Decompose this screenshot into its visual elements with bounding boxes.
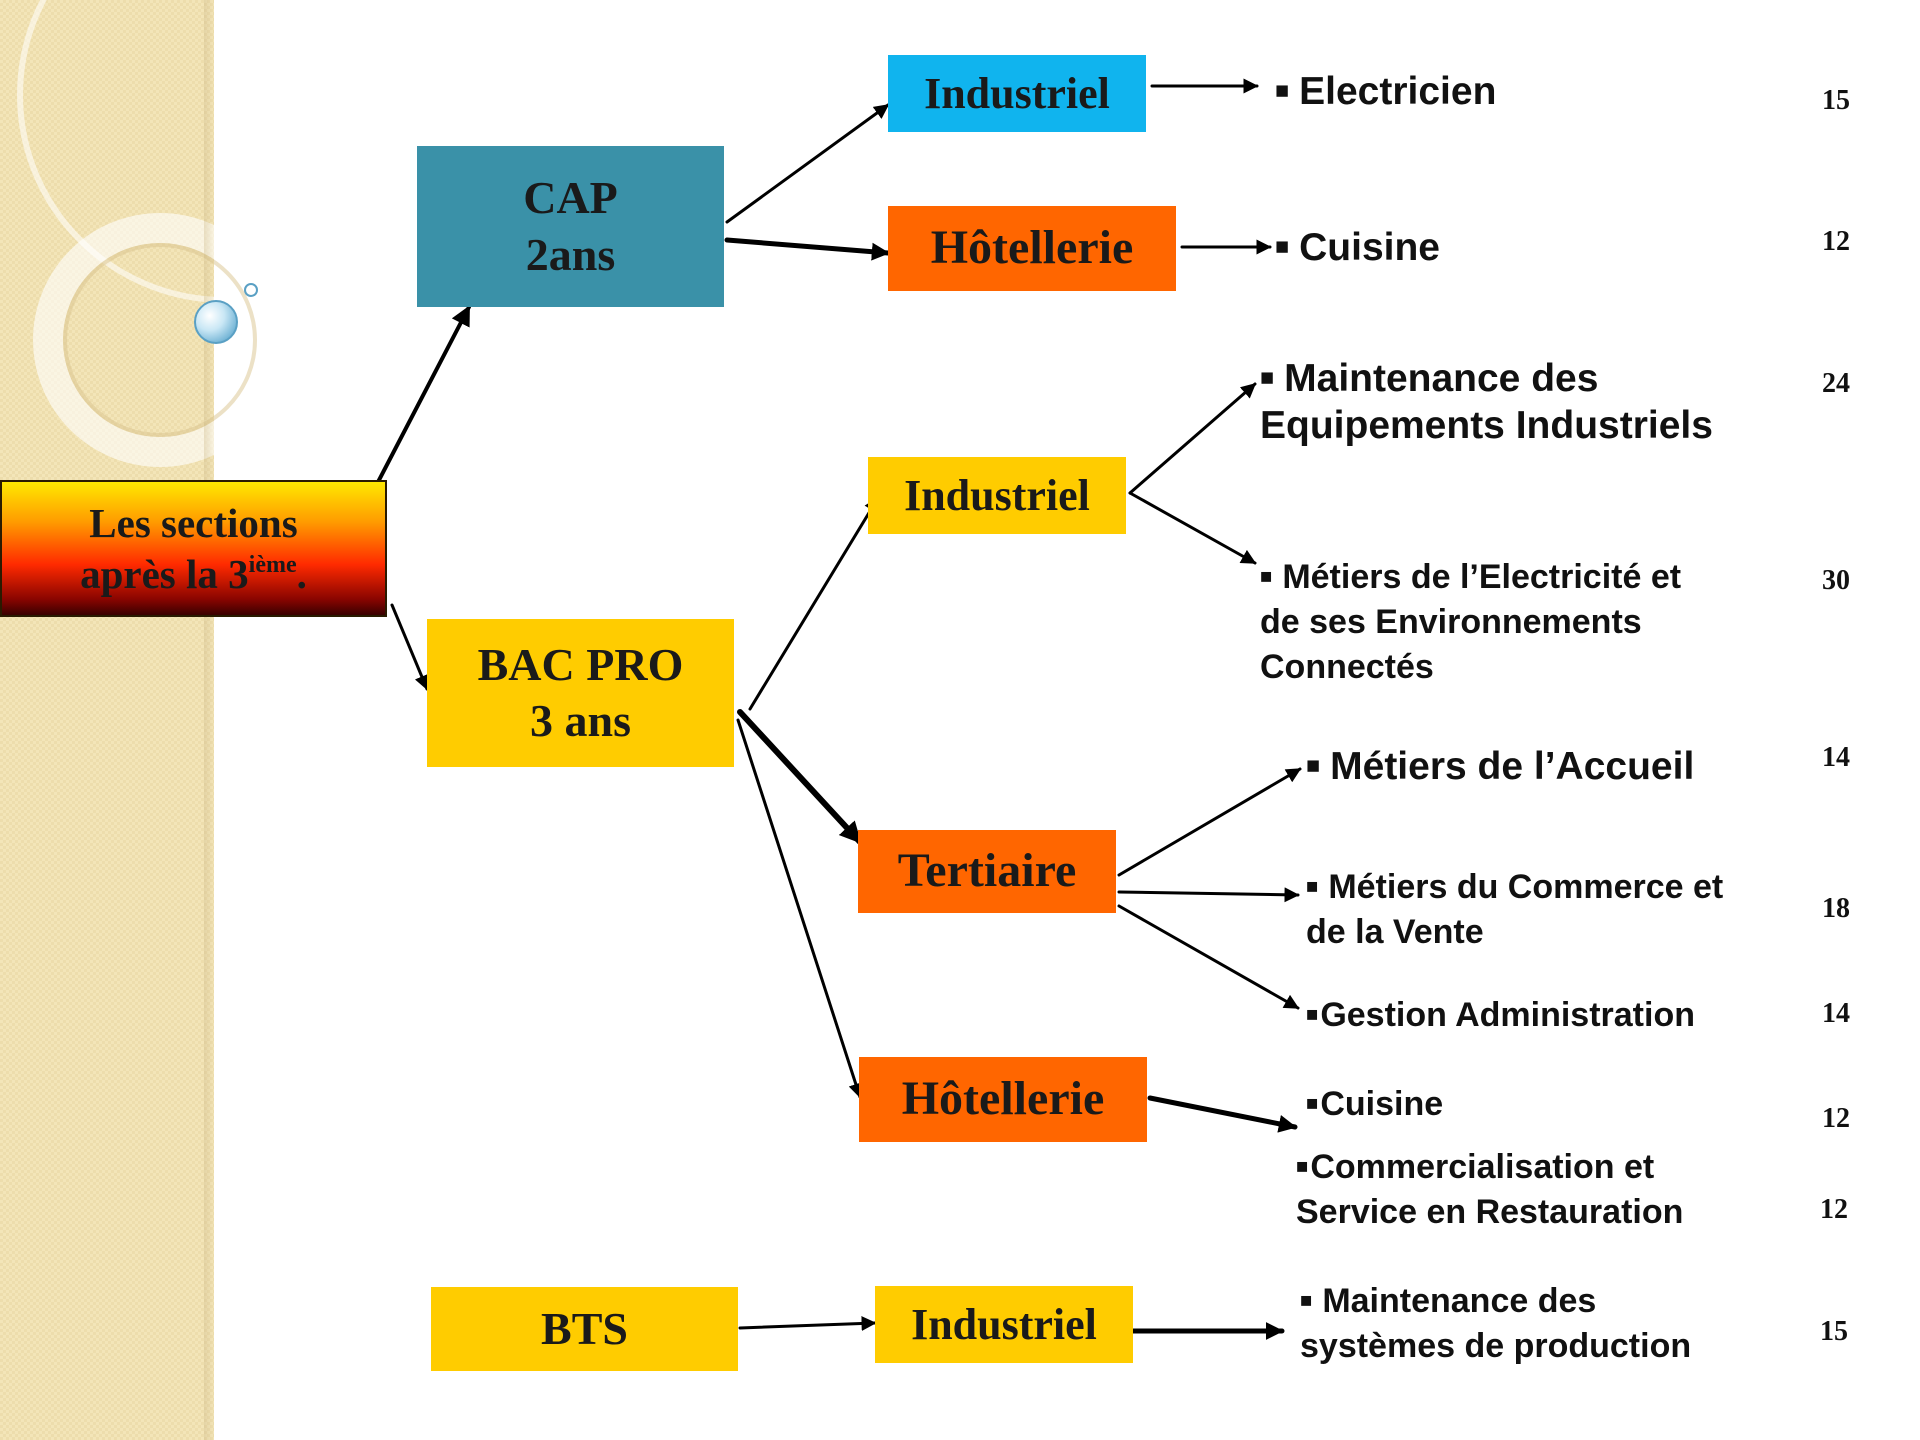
node-bts: BTS <box>431 1287 738 1371</box>
arrow-bacpro-to-hotellerie <box>736 718 863 1099</box>
leaf-metiers-commerce: ■ Métiers du Commerce et de la Vente <box>1306 865 1723 955</box>
bacpro-tertiaire-label: Tertiaire <box>897 844 1077 898</box>
count-cap-electricien: 15 <box>1822 85 1850 116</box>
leaf-text-line2: de la Vente <box>1306 912 1484 951</box>
leaf-cap-electricien: ■ Electricien <box>1275 68 1496 116</box>
bacpro-line1: BAC PRO <box>477 638 684 690</box>
arrow-root-to-cap <box>376 305 471 484</box>
bubble-large <box>194 300 238 344</box>
bubble-small <box>244 283 258 297</box>
ring-inner <box>63 243 257 437</box>
bacpro-hotellerie-label: Hôtellerie <box>901 1072 1105 1126</box>
node-bts-industriel: Industriel <box>875 1286 1133 1363</box>
leaf-metiers-electricite: ■ Métiers de l’Electricité et de ses Envi… <box>1260 555 1681 690</box>
bacpro-industriel-label: Industriel <box>904 470 1090 520</box>
leaf-text-line1: Métiers de l’Electricité et <box>1282 558 1682 596</box>
leaf-text: Cuisine <box>1299 226 1441 269</box>
leaf-text: Electricien <box>1299 70 1497 113</box>
root-line2: après la 3 <box>80 550 249 597</box>
count-cap-cuisine: 12 <box>1822 226 1850 257</box>
leaf-maintenance-systemes: ■ Maintenance des systèmes de production <box>1300 1279 1691 1369</box>
arrow-bp-hotellerie-to-cuisine <box>1147 1095 1298 1133</box>
cap-line1: CAP <box>523 172 618 224</box>
count-metiers-commerce: 18 <box>1822 893 1850 924</box>
node-cap: CAP 2ans <box>417 146 724 307</box>
arrow-tertiaire-to-commerce <box>1117 887 1300 903</box>
count-maintenance-equipements: 24 <box>1822 368 1850 399</box>
decorative-rings <box>17 0 433 467</box>
node-bacpro-hotellerie: Hôtellerie <box>859 1057 1147 1142</box>
leaf-cap-cuisine: ■ Cuisine <box>1275 224 1440 272</box>
leaf-text-line2: Service en Restauration <box>1296 1192 1684 1231</box>
node-bacpro-tertiaire: Tertiaire <box>858 830 1116 913</box>
bullet-icon: ■ <box>1296 1155 1309 1178</box>
leaf-commercialisation-service: ■Commercialisation et Service en Restaur… <box>1296 1145 1683 1235</box>
bullet-icon: ■ <box>1300 1289 1313 1312</box>
leaf-text-line1: Métiers du Commerce et <box>1328 868 1724 906</box>
cap-line2: 2ans <box>525 228 616 280</box>
arrow-bp-industriel-to-maintenance <box>1128 382 1257 495</box>
leaf-bacpro-cuisine: ■Cuisine <box>1306 1084 1443 1125</box>
leaf-text: Métiers de l’Accueil <box>1330 745 1695 788</box>
bullet-icon: ■ <box>1275 233 1290 260</box>
arrow-cap-to-industriel <box>725 103 890 224</box>
decorative-side-strip <box>0 0 433 1440</box>
root-node-sections: Les sections après la 3ième. <box>0 480 387 617</box>
bullet-icon: ■ <box>1260 364 1275 391</box>
ring-large <box>17 0 433 303</box>
bullet-icon: ■ <box>1306 1092 1319 1115</box>
arrow-tertiaire-to-gestion <box>1117 904 1300 1010</box>
node-bacpro-industriel: Industriel <box>868 457 1126 534</box>
leaf-text: Gestion Administration <box>1320 996 1695 1034</box>
root-line1: Les sections <box>89 500 298 547</box>
bacpro-line2: 3 ans <box>530 695 631 746</box>
cap-hotellerie-label: Hôtellerie <box>930 221 1134 275</box>
bts-label: BTS <box>541 1302 628 1354</box>
leaf-text-line2: de ses Environnements <box>1260 602 1642 641</box>
bullet-icon: ■ <box>1306 1003 1319 1026</box>
leaf-gestion-administration: ■Gestion Administration <box>1306 995 1695 1036</box>
decorative-bubbles <box>194 283 258 344</box>
ring-thick <box>33 213 287 467</box>
bullet-icon: ■ <box>1306 875 1319 898</box>
arrow-tertiaire-to-accueil <box>1117 767 1302 877</box>
count-commercialisation-service: 12 <box>1820 1194 1848 1225</box>
node-cap-industriel: Industriel <box>888 55 1146 132</box>
arrow-root-to-bacpro <box>390 603 429 691</box>
node-cap-hotellerie: Hôtellerie <box>888 206 1176 291</box>
node-bacpro: BAC PRO 3 ans <box>427 619 734 767</box>
count-bacpro-cuisine: 12 <box>1822 1103 1850 1134</box>
root-suffix: . <box>296 550 307 597</box>
bullet-icon: ■ <box>1306 752 1321 779</box>
leaf-metiers-accueil: ■ Métiers de l’Accueil <box>1306 743 1694 791</box>
arrow-cap-to-hotellerie <box>724 237 891 261</box>
count-maintenance-systemes: 15 <box>1820 1316 1848 1347</box>
bts-industriel-label: Industriel <box>911 1299 1097 1349</box>
cap-industriel-label: Industriel <box>924 68 1110 118</box>
count-metiers-accueil: 14 <box>1822 742 1850 773</box>
leaf-text-line3: Connectés <box>1260 647 1434 686</box>
arrow-bp-industriel-to-metiers-electricite <box>1128 491 1257 565</box>
count-gestion-administration: 14 <box>1822 998 1850 1029</box>
root-superscript: ième <box>248 551 297 578</box>
bullet-icon: ■ <box>1260 565 1273 588</box>
leaf-text-line2: systèmes de production <box>1300 1326 1692 1365</box>
leaf-text-line1: Maintenance des <box>1322 1282 1597 1320</box>
leaf-text-line1: Commercialisation et <box>1310 1148 1655 1186</box>
arrow-bacpro-to-tertiaire <box>737 709 863 845</box>
leaf-maintenance-equipements: ■ Maintenance des Equipements Industriels <box>1260 356 1713 450</box>
side-strip-edge <box>204 0 214 1440</box>
arrow-bacpro-to-industriel <box>748 496 880 711</box>
leaf-text: Cuisine <box>1320 1085 1444 1123</box>
count-metiers-electricite: 30 <box>1822 565 1850 596</box>
leaf-text-line2: Equipements Industriels <box>1260 403 1713 447</box>
arrow-bts-to-industriel <box>738 1316 877 1331</box>
bullet-icon: ■ <box>1275 77 1290 104</box>
leaf-text-line1: Maintenance des <box>1284 357 1599 400</box>
